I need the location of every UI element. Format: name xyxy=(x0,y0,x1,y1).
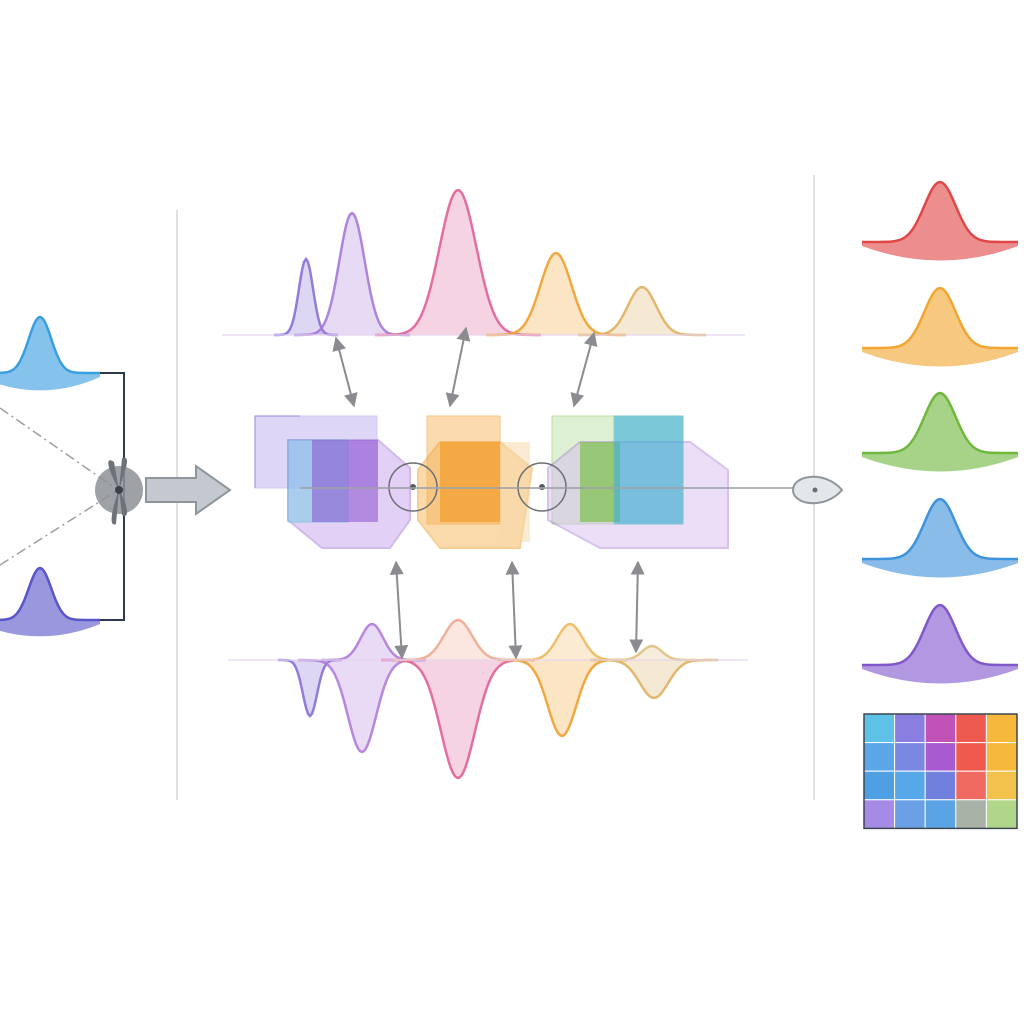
teardrop-node-icon xyxy=(791,475,844,505)
grid-cell xyxy=(955,799,987,829)
top-spectral-wave xyxy=(222,188,745,337)
output-color-grid xyxy=(863,713,1018,830)
grid-cell xyxy=(955,770,987,801)
wave-lobe xyxy=(381,658,535,780)
grid-cell xyxy=(924,770,957,801)
wave-lobe xyxy=(590,658,718,700)
wave-lobe xyxy=(486,251,626,337)
purple-output-peak xyxy=(862,603,1018,684)
green-output-peak xyxy=(862,391,1018,472)
violet-block xyxy=(254,415,411,549)
input-section xyxy=(0,315,100,637)
grid-cell xyxy=(863,742,896,772)
arrow-top-1 xyxy=(332,336,358,408)
grid-cell xyxy=(863,713,896,744)
blue-input-peak xyxy=(0,315,100,391)
center-block-stack xyxy=(254,415,800,549)
arrow-bottom-2 xyxy=(505,560,523,660)
wave-lobe xyxy=(394,618,522,662)
grid-cell xyxy=(863,799,896,829)
wave-lobe xyxy=(498,658,626,738)
grid-cell xyxy=(924,713,957,744)
wave-lobe xyxy=(512,622,628,662)
arrow-bottom-3 xyxy=(629,560,645,654)
grid-cell xyxy=(985,713,1018,744)
indigo-input-peak xyxy=(0,566,100,637)
wave-lobe xyxy=(607,644,697,662)
grid-cell xyxy=(955,742,987,772)
arrow-top-2 xyxy=(445,326,471,408)
wave-lobe xyxy=(578,285,706,337)
arrow-top-3 xyxy=(570,331,598,408)
grid-cell xyxy=(985,770,1018,801)
grid-cell xyxy=(924,799,957,829)
grid-cell xyxy=(985,742,1018,772)
orange-block xyxy=(417,415,534,549)
grid-cell xyxy=(955,713,987,744)
bottom-spectral-wave xyxy=(228,618,748,780)
orange-output-peak xyxy=(862,286,1018,367)
forward-arrow-icon xyxy=(145,464,232,516)
red-output-peak xyxy=(862,180,1018,261)
grid-cell xyxy=(894,770,926,801)
grid-cell xyxy=(985,799,1018,829)
grid-cell xyxy=(894,713,926,744)
grid-cell xyxy=(863,770,896,801)
grid-cell xyxy=(894,742,926,772)
green-cyan-block xyxy=(547,415,729,549)
wave-lobe xyxy=(321,622,423,662)
arrow-bottom-1 xyxy=(389,560,409,660)
wave-lobe xyxy=(375,188,541,337)
blue-output-peak xyxy=(862,497,1018,578)
coupling-arrows xyxy=(332,326,645,660)
grid-cell xyxy=(894,799,926,829)
output-peaks xyxy=(862,180,1018,684)
grid-cell xyxy=(924,742,957,772)
propeller-icon xyxy=(95,457,143,525)
